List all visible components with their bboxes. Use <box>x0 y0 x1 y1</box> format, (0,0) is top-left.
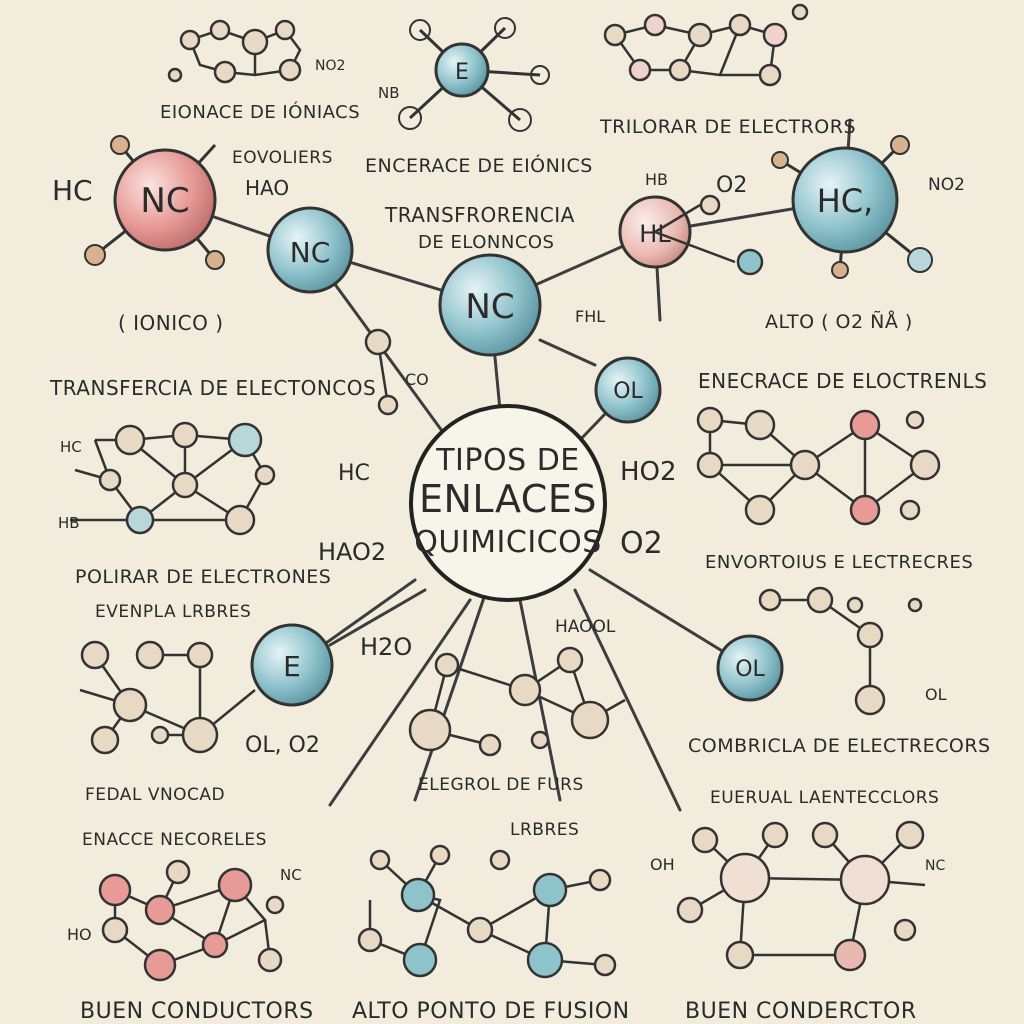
atom-label: NC <box>465 287 514 327</box>
formula: HO2 <box>620 457 677 487</box>
formula: HAO <box>245 176 289 200</box>
atom-label: OL <box>735 657 765 682</box>
heading: ENCERACE DE EIÓNICS <box>365 153 593 177</box>
heading: ENECRACE DE ELOCTRENLS <box>698 369 987 393</box>
formula: O2 <box>716 173 747 198</box>
formula: HAOOL <box>555 617 616 637</box>
footer-labels: BUEN CONDUCTORS ALTO PONTO DE FUSION BUE… <box>80 999 917 1024</box>
heading: TRANSFRORENCIA <box>384 203 575 227</box>
atom-ol-lower: OL <box>716 634 784 702</box>
molecule-chain-center-left <box>364 328 399 416</box>
heading: COMBRICLA DE ELECTRECORS <box>688 735 991 757</box>
molecule-chain-hl <box>654 194 764 276</box>
formula: HO <box>67 925 92 944</box>
heading: ( IONICO ) <box>118 311 224 335</box>
formula: NO2 <box>315 58 345 74</box>
formula: OL <box>925 685 947 704</box>
center-title-line1: TIPOS DE <box>435 443 580 478</box>
footer-label: BUEN CONDUCTORS <box>80 999 314 1024</box>
molecule-right-lower-small <box>758 586 923 716</box>
heading: FEDAL VNOCAD <box>85 785 225 805</box>
heading: DE ELONNCOS <box>418 232 554 253</box>
molecule-bottom-center <box>357 844 617 979</box>
atom-nc-left: NC <box>84 135 225 270</box>
heading: ENACCE NECORELES <box>82 830 267 850</box>
atom-hc-right: HC, <box>771 135 933 279</box>
atom-label: NC <box>290 236 331 269</box>
molecule-left-middle <box>70 421 276 536</box>
formula: HC <box>338 461 370 486</box>
footer-label: BUEN CONDERCTOR <box>685 999 917 1024</box>
molecule-left-lower <box>79 640 256 755</box>
formula: NC <box>280 866 302 884</box>
heading: ENVORTOIUS E LECTRECRES <box>705 552 973 573</box>
formula: O2 <box>620 526 663 561</box>
formula: HC <box>60 438 82 456</box>
atom-ol-right: OL <box>594 356 662 424</box>
center-title-line2: ENLACES <box>419 477 597 521</box>
formula: H2O <box>360 633 412 661</box>
footer-label: ALTO PONTO DE FUSION <box>352 999 630 1024</box>
center-node: TIPOS DE ENLACES QUIMICICOS <box>409 404 607 602</box>
molecule-bottom-left <box>98 859 285 982</box>
formula: HC <box>52 174 93 207</box>
atom-label: E <box>283 650 301 683</box>
atom-label: E <box>455 60 469 85</box>
heading: TRANSFERCIA DE ELECTONCOS <box>49 376 376 400</box>
heading: EUERUAL LAENTECCLORS <box>710 788 939 808</box>
heading: EIONACE DE IÓNIACS <box>160 101 360 123</box>
heading: EOVOLIERS <box>232 148 333 168</box>
formula: OL, O2 <box>245 733 320 758</box>
atom-nc-center: NC <box>438 253 542 357</box>
labels: EIONACE DE IÓNIACS TRILORAR DE ELECTRORS… <box>49 58 991 944</box>
small-molecules <box>70 3 941 982</box>
molecule-right-middle <box>696 406 941 526</box>
heading: ALTO ( O2 ÑÅ ) <box>765 310 913 333</box>
formula: FHL <box>575 307 605 326</box>
formula: CO <box>405 370 429 389</box>
formula: HAO2 <box>318 538 386 566</box>
formula: NC <box>925 858 945 874</box>
formula: OH <box>650 855 675 874</box>
formula: NB <box>378 84 400 102</box>
molecule-bottom-right <box>676 820 926 972</box>
heading: POLIRAR DE ELECTRONES <box>75 566 331 588</box>
atom-nc-mid: NC <box>266 206 354 294</box>
atom-label: HC, <box>817 182 874 220</box>
formula: HB <box>58 514 80 532</box>
heading: EVENPLA LRBRES <box>95 602 251 622</box>
big-atoms: NC NC NC HL HC, OL <box>84 17 933 707</box>
molecule-top-right <box>603 3 809 87</box>
molecule-top-left <box>167 19 302 84</box>
heading: ELEGROL DE FURS <box>418 775 584 795</box>
heading: TRILORAR DE ELECTRORS <box>599 116 856 138</box>
atom-label: NC <box>140 181 189 221</box>
atom-e-left: E <box>250 623 334 707</box>
center-title-line3: QUIMICICOS <box>414 525 602 560</box>
molecule-center-lower <box>408 646 626 757</box>
heading: LRBRES <box>510 820 579 840</box>
atom-label: OL <box>613 379 643 404</box>
formula: NO2 <box>928 175 965 195</box>
formula: HB <box>645 170 668 189</box>
atom-e-top: E <box>398 17 550 132</box>
